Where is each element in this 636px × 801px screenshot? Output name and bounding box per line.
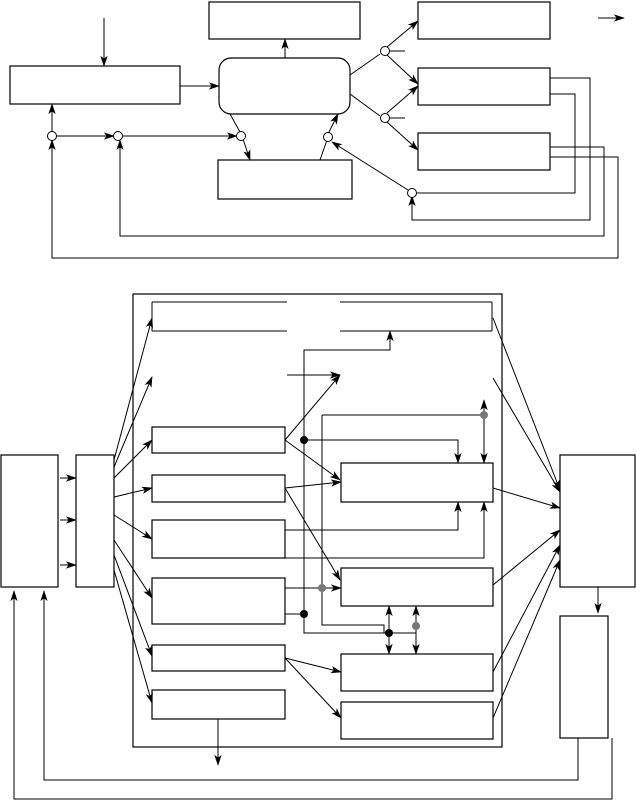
- right-lower-block: [559, 615, 609, 739]
- fan-8: [113, 569, 153, 704]
- arrow-b2-to-r1: [284, 479, 342, 489]
- junction-left-1: [47, 131, 57, 141]
- top-diagram: [9, 1, 625, 259]
- fan-4: [113, 486, 153, 498]
- left-col-block-1: [151, 426, 286, 454]
- arrow-split1-to-r2: [386, 54, 419, 85]
- top-right-block-1: [417, 1, 551, 40]
- right-col-block-2: [340, 567, 494, 607]
- arrow-b1-dot-right: [304, 439, 462, 464]
- arrow-to-split-2: [349, 93, 381, 117]
- out-2: [492, 377, 561, 493]
- feedback-inner: [40, 590, 579, 781]
- arrow-lower-up: [319, 139, 328, 161]
- junction-center-left: [236, 131, 246, 141]
- line-b3-up: [285, 501, 462, 531]
- arrow-rounded-down: [229, 113, 241, 133]
- out-6: [492, 559, 561, 719]
- fan-5: [113, 514, 153, 540]
- junction-left-2: [113, 131, 123, 141]
- route-r3-to-chain: [116, 139, 605, 237]
- arrow-split2-to-r3: [386, 121, 419, 151]
- fan-6: [113, 539, 153, 599]
- dot-gray-3: [412, 622, 420, 630]
- arrow-b5-to-r3: [284, 657, 342, 674]
- arrow-to-split-1: [349, 53, 381, 76]
- top-center-rounded-block: [218, 57, 351, 115]
- right-outer-block: [559, 454, 636, 588]
- arrow-b1-to-r1: [284, 439, 341, 481]
- right-col-block-4: [340, 701, 494, 740]
- junction-center-right: [323, 132, 333, 142]
- out-1: [492, 317, 561, 491]
- left-col-block-3: [151, 519, 286, 559]
- line-b3-right: [285, 501, 488, 559]
- junction-bottom-right: [407, 188, 417, 198]
- arrow-split1-to-r1: [386, 20, 419, 48]
- top-right-block-3: [417, 132, 551, 171]
- left-outer-block: [0, 454, 59, 588]
- arrow-b2-to-r2: [284, 487, 341, 581]
- dot-gray-1: [480, 411, 488, 419]
- junction-split-1: [380, 46, 390, 56]
- feedback-outer: [10, 590, 613, 800]
- right-col-block-3: [340, 653, 494, 692]
- left-col-block-6: [151, 689, 286, 720]
- left-col-block-2: [151, 474, 286, 503]
- fan-3: [113, 439, 153, 479]
- top-left-block: [9, 65, 181, 105]
- line-vertical-mid: [321, 415, 385, 633]
- route-r2-outer: [408, 77, 591, 221]
- dot-gray-2: [318, 584, 326, 592]
- out-5: [492, 544, 561, 673]
- out-4: [492, 529, 561, 586]
- arrow-node-to-lower: [242, 138, 251, 161]
- top-center-lower-block: [217, 159, 353, 200]
- dot-black-2: [300, 610, 308, 618]
- right-col-block-1: [340, 462, 494, 503]
- fan-1: [113, 317, 153, 461]
- top-center-upper-block: [208, 1, 361, 40]
- line-bottom-loop: [303, 614, 416, 634]
- out-3: [492, 487, 561, 509]
- route-r2-inner: [416, 93, 576, 194]
- bottom-diagram: [0, 293, 636, 800]
- top-right-block-2: [417, 67, 551, 106]
- arrow-up-to-topbar: [303, 330, 394, 440]
- left-col-block-4: [151, 577, 286, 625]
- fan-2: [113, 376, 153, 468]
- arrow-b5-to-r4: [284, 657, 342, 719]
- dot-black-1: [300, 436, 308, 444]
- arrow-b1-diag-up: [284, 374, 341, 441]
- left-col-block-5: [151, 644, 286, 672]
- arrow-node-to-rounded: [327, 113, 339, 135]
- route-r3-to-left: [48, 139, 619, 259]
- left-inner-block: [75, 454, 115, 588]
- arrow-split2-to-r2: [386, 85, 419, 114]
- fan-7: [113, 554, 153, 657]
- junction-split-2: [380, 113, 390, 123]
- arrow-feedback-diag: [331, 141, 409, 191]
- dot-black-3: [385, 629, 393, 637]
